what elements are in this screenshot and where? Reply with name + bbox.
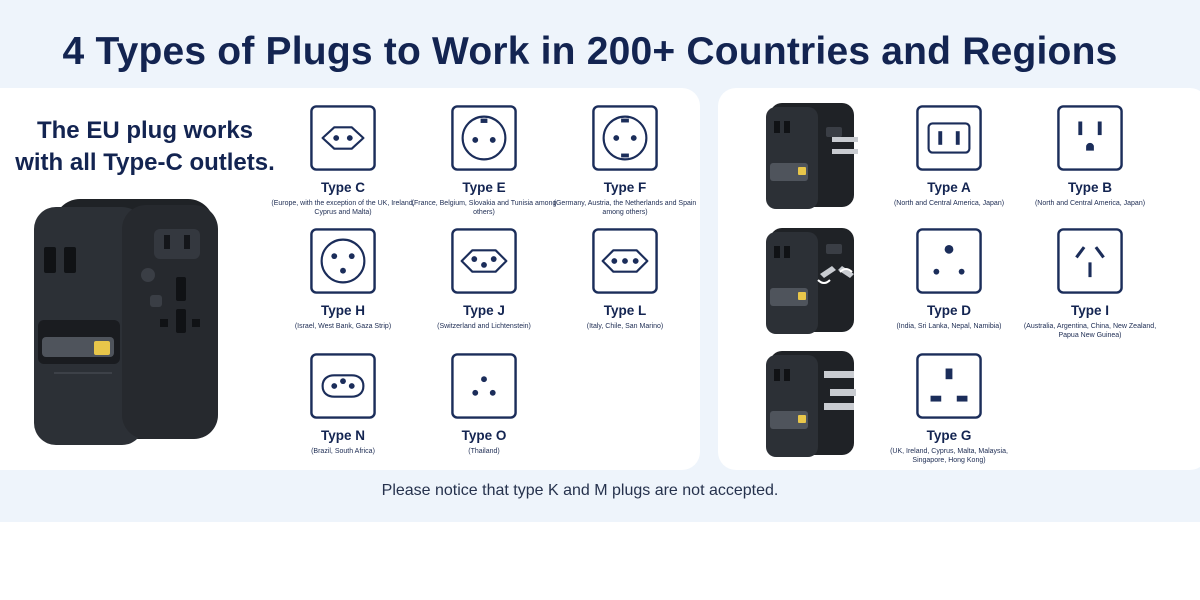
plug-type-label: Type L: [603, 303, 647, 318]
plug-countries: (France, Belgium, Slovakia and Tunisia a…: [411, 200, 557, 216]
plug-countries: (Israel, West Bank, Gaza Strip): [294, 323, 392, 330]
plug-countries: (Italy, Chile, San Marino): [586, 323, 664, 330]
plug-type-label: Type E: [462, 180, 506, 195]
plug-card-type-n: Type N (Brazil, South Africa): [268, 352, 418, 456]
socket-type-c-icon: [310, 105, 376, 171]
eu-message-line1: The EU plug works: [36, 117, 254, 144]
plug-card-type-l: Type L (Italy, Chile, San Marino): [550, 227, 700, 331]
plug-type-label: Type N: [320, 428, 365, 443]
plug-type-label: Type J: [463, 303, 505, 318]
plug-countries: (Germany, Austria, the Netherlands and S…: [553, 200, 697, 216]
plug-card-type-g: Type G (UK, Ireland, Cyprus, Malta, Mala…: [874, 352, 1024, 465]
plug-type-label: Type D: [926, 303, 971, 318]
plug-type-label: Type F: [603, 180, 647, 195]
plug-card-type-i: Type I (Australia, Argentina, China, New…: [1015, 227, 1165, 340]
plug-card-type-f: Type F (Germany, Austria, the Netherland…: [550, 104, 700, 217]
plug-card-type-e: Type E (France, Belgium, Slovakia and Tu…: [409, 104, 559, 217]
socket-type-f-icon: [592, 105, 658, 171]
socket-type-a-icon: [916, 105, 982, 171]
socket-type-b-icon: [1057, 105, 1123, 171]
socket-type-o-icon: [451, 353, 517, 419]
plug-countries: (North and Central America, Japan): [893, 200, 1005, 207]
plug-card-type-d: Type D (India, Sri Lanka, Nepal, Namibia…: [874, 227, 1024, 331]
plug-countries: (Australia, Argentina, China, New Zealan…: [1023, 323, 1157, 339]
plug-card-type-j: Type J (Switzerland and Lichtenstein): [409, 227, 559, 331]
plug-countries: (UK, Ireland, Cyprus, Malta, Malaysia, S…: [890, 448, 1008, 464]
plug-countries: (Brazil, South Africa): [311, 448, 375, 455]
plug-card-type-h: Type H (Israel, West Bank, Gaza Strip): [268, 227, 418, 331]
plug-countries: (Thailand): [468, 448, 500, 455]
socket-type-d-icon: [916, 228, 982, 294]
plug-type-label: Type O: [461, 428, 507, 443]
plug-type-label: Type H: [320, 303, 365, 318]
adapter-with-au-prongs-image: [766, 228, 854, 334]
adapter-with-uk-prongs-image: [766, 351, 856, 457]
plug-countries: (Switzerland and Lichtenstein): [437, 323, 531, 330]
adapter-with-us-prongs-image: [766, 103, 858, 209]
plug-countries: (India, Sri Lanka, Nepal, Namibia): [896, 323, 1002, 330]
eu-plug-message: The EU plug works with all Type-C outlet…: [0, 115, 290, 179]
socket-type-j-icon: [451, 228, 517, 294]
plug-type-label: Type I: [1070, 303, 1109, 318]
eu-message-line2: with all Type-C outlets.: [15, 149, 275, 176]
socket-type-g-icon: [916, 353, 982, 419]
socket-type-n-icon: [310, 353, 376, 419]
plug-card-type-b: Type B (North and Central America, Japan…: [1015, 104, 1165, 208]
plug-countries: (Europe, with the exception of the UK, I…: [271, 200, 415, 216]
plug-type-label: Type G: [926, 428, 972, 443]
socket-type-i-icon: [1057, 228, 1123, 294]
plug-type-label: Type C: [320, 180, 365, 195]
socket-type-e-icon: [451, 105, 517, 171]
plug-card-type-a: Type A (North and Central America, Japan…: [874, 104, 1024, 208]
plug-card-type-o: Type O (Thailand): [409, 352, 559, 456]
socket-type-l-icon: [592, 228, 658, 294]
notice-text: Please notice that type K and M plugs ar…: [381, 482, 779, 499]
travel-adapter-image: [34, 199, 218, 445]
page-title: 4 Types of Plugs to Work in 200+ Countri…: [62, 30, 1118, 73]
plug-type-label: Type A: [927, 180, 971, 195]
plug-type-label: Type B: [1067, 180, 1112, 195]
plug-countries: (North and Central America, Japan): [1034, 200, 1146, 207]
plug-card-type-c: Type C (Europe, with the exception of th…: [268, 104, 418, 217]
socket-type-h-icon: [310, 228, 376, 294]
